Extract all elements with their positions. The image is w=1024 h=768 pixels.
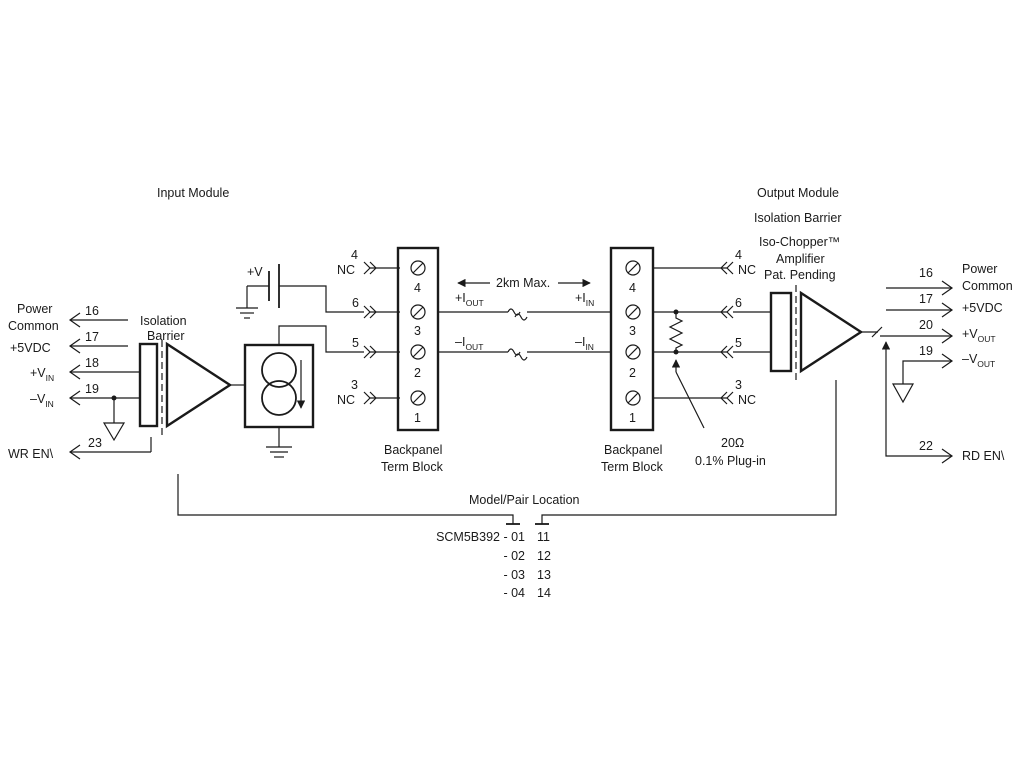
input-isolation-barrier bbox=[138, 342, 159, 428]
svg-text:17: 17 bbox=[919, 292, 933, 306]
input-pin-16: 16 Power Common bbox=[8, 302, 128, 333]
model-row-4-model: - 04 bbox=[503, 586, 525, 600]
output-pin-16: 16 Power Common bbox=[886, 262, 1013, 296]
input-buffer-amplifier bbox=[165, 341, 233, 429]
svg-text:19: 19 bbox=[919, 344, 933, 358]
svg-text:23: 23 bbox=[88, 436, 102, 450]
distance-indicator: 2km Max. bbox=[457, 276, 591, 290]
input-module-title: Input Module bbox=[157, 186, 229, 200]
iso-chopper-amplifier bbox=[799, 290, 864, 374]
output-pin-17: 17 +5VDC bbox=[886, 292, 1003, 318]
output-isolation-barrier bbox=[769, 291, 793, 373]
input-pin-23-label: WR EN\ bbox=[8, 447, 54, 461]
output-term-block bbox=[609, 246, 655, 432]
output-term-block-right-pins: 4 NC 6 5 3 NC bbox=[653, 248, 771, 407]
svg-text:Amplifier: Amplifier bbox=[776, 252, 825, 266]
svg-text:1: 1 bbox=[414, 411, 421, 425]
input-pin-23: 23 WR EN\ bbox=[8, 436, 152, 461]
model-table: SCM5B392 - 01 11 - 02 12 - 03 13 - 04 14 bbox=[436, 530, 551, 600]
input-pin-16-label: Power bbox=[17, 302, 52, 316]
svg-text:Term Block: Term Block bbox=[601, 460, 664, 474]
svg-text:NC: NC bbox=[738, 263, 756, 277]
svg-text:1: 1 bbox=[629, 411, 636, 425]
output-term-screws: 4 3 2 1 bbox=[625, 260, 641, 425]
svg-text:Barrier: Barrier bbox=[147, 329, 185, 343]
model-row-1-pair: 11 bbox=[537, 530, 550, 544]
input-isolation-barrier-label: Isolation bbox=[140, 314, 187, 328]
input-pin-17-label: +5VDC bbox=[10, 341, 51, 355]
plus-iin-label: +IIN bbox=[575, 291, 594, 308]
svg-text:Term Block: Term Block bbox=[381, 460, 444, 474]
minus-iin-label: –IIN bbox=[575, 335, 594, 352]
output-isolation-barrier-label: Isolation Barrier bbox=[754, 211, 842, 225]
svg-text:0.1% Plug-in: 0.1% Plug-in bbox=[695, 454, 766, 468]
svg-text:3: 3 bbox=[351, 378, 358, 392]
svg-text:3: 3 bbox=[629, 324, 636, 338]
minus-iout-label: –IOUT bbox=[455, 335, 483, 352]
shunt-resistor bbox=[668, 309, 705, 429]
input-pin-19: 19 –VIN bbox=[30, 382, 140, 442]
output-pin-20: 20 +VOUT bbox=[880, 318, 996, 344]
output-pin-19-label: –VOUT bbox=[962, 352, 995, 369]
input-term-block-caption: Backpanel bbox=[384, 443, 442, 457]
svg-text:NC: NC bbox=[337, 263, 355, 277]
supply-label: +V bbox=[247, 265, 263, 279]
svg-text:2: 2 bbox=[414, 366, 421, 380]
loop-wires bbox=[438, 308, 611, 361]
svg-text:NC: NC bbox=[738, 393, 756, 407]
input-pin-17: 17 +5VDC bbox=[10, 330, 128, 355]
output-pin-22: 22 RD EN\ bbox=[885, 356, 1005, 464]
plus-iout-label: +IOUT bbox=[455, 291, 484, 308]
svg-text:18: 18 bbox=[85, 356, 99, 370]
model-row-2-pair: 12 bbox=[537, 549, 551, 563]
output-pin-16-label: Power bbox=[962, 262, 997, 276]
distance-label: 2km Max. bbox=[496, 276, 550, 290]
input-term-block-left-pins: 4 NC 6 5 3 NC bbox=[337, 248, 400, 407]
output-pin-19: 19 –VOUT bbox=[891, 344, 995, 404]
svg-text:5: 5 bbox=[735, 336, 742, 350]
svg-text:2: 2 bbox=[629, 366, 636, 380]
svg-text:5: 5 bbox=[352, 336, 359, 350]
model-row-3-model: - 03 bbox=[503, 568, 525, 582]
svg-text:3: 3 bbox=[414, 324, 421, 338]
svg-text:NC: NC bbox=[337, 393, 355, 407]
input-term-block bbox=[396, 246, 440, 432]
svg-text:6: 6 bbox=[735, 296, 742, 310]
model-row-1-model: SCM5B392 - 01 bbox=[436, 530, 525, 544]
svg-text:19: 19 bbox=[85, 382, 99, 396]
model-row-3-pair: 13 bbox=[537, 568, 551, 582]
output-term-block-caption: Backpanel bbox=[604, 443, 662, 457]
svg-text:Common: Common bbox=[962, 279, 1013, 293]
input-pin-18: 18 +VIN bbox=[30, 356, 140, 383]
svg-text:4: 4 bbox=[629, 281, 636, 295]
svg-text:4: 4 bbox=[351, 248, 358, 262]
svg-text:Common: Common bbox=[8, 319, 59, 333]
svg-text:4: 4 bbox=[414, 281, 421, 295]
output-module-title: Output Module bbox=[757, 186, 839, 200]
svg-text:3: 3 bbox=[735, 378, 742, 392]
svg-text:6: 6 bbox=[352, 296, 359, 310]
output-pin-20-label: +VOUT bbox=[962, 327, 996, 344]
input-pin-19-label: –VIN bbox=[30, 392, 54, 409]
svg-text:16: 16 bbox=[85, 304, 99, 318]
svg-text:22: 22 bbox=[919, 439, 933, 453]
svg-text:20: 20 bbox=[919, 318, 933, 332]
amplifier-label: Iso-Chopper™ bbox=[759, 235, 840, 249]
resistor-label: 20Ω bbox=[721, 436, 744, 450]
model-table-title: Model/Pair Location bbox=[469, 493, 580, 507]
input-term-screws: 4 3 2 1 bbox=[410, 260, 426, 425]
output-pin-22-label: RD EN\ bbox=[962, 449, 1005, 463]
svg-text:4: 4 bbox=[735, 248, 742, 262]
input-pin-18-label: +VIN bbox=[30, 366, 54, 383]
model-row-2-model: - 02 bbox=[503, 549, 525, 563]
svg-text:16: 16 bbox=[919, 266, 933, 280]
model-row-4-pair: 14 bbox=[537, 586, 551, 600]
svg-text:Pat. Pending: Pat. Pending bbox=[764, 268, 836, 282]
output-pin-17-label: +5VDC bbox=[962, 301, 1003, 315]
svg-text:17: 17 bbox=[85, 330, 99, 344]
